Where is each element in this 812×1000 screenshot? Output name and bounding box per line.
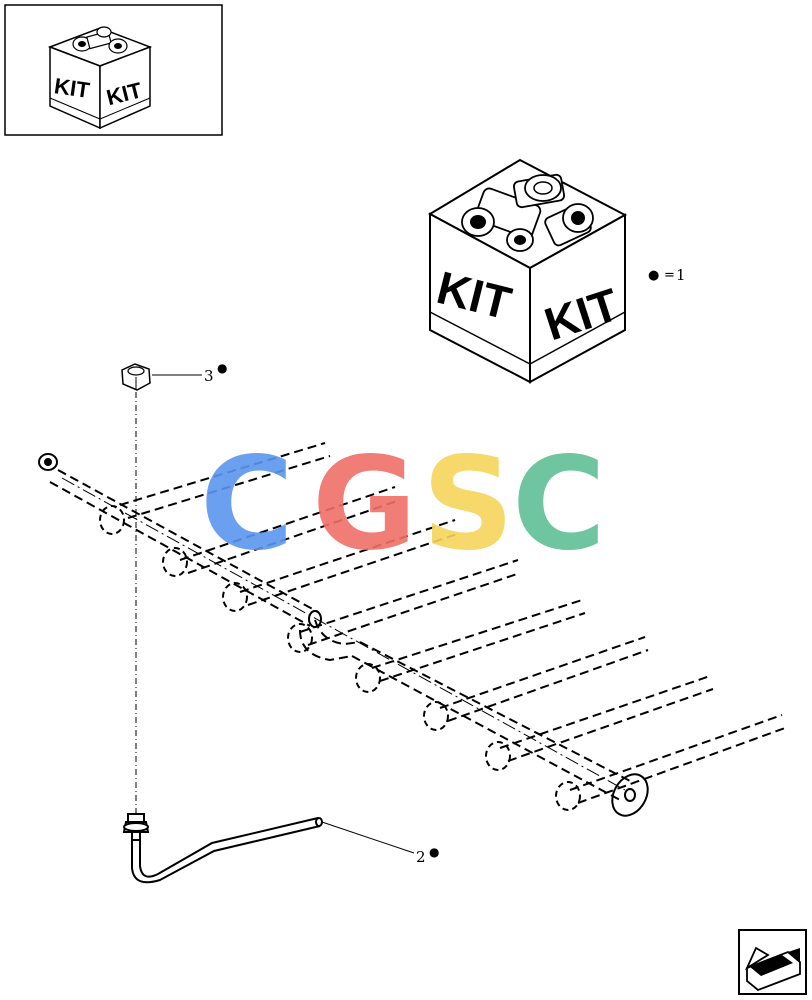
watermark-letter-1: C — [200, 430, 294, 579]
legend-equals: = — [664, 268, 675, 283]
watermark-letter-2: G — [312, 430, 417, 579]
kit-box-icon[interactable]: KIT KIT — [427, 158, 628, 384]
injector-manifold-icon — [38, 442, 786, 817]
watermark-letter-4: C — [512, 430, 606, 579]
callout-number-3: 3 — [204, 367, 214, 385]
callout-bullet-3: ● — [217, 361, 227, 375]
legend-value: 1 — [676, 266, 686, 284]
hydraulic-fittings-icon — [461, 173, 594, 252]
next-page-arrow-icon[interactable] — [738, 929, 807, 995]
callout-bullet-2: ● — [429, 845, 439, 859]
fuel-return-pipe-icon[interactable] — [122, 813, 323, 884]
kit-box-thumbnail-icon[interactable]: KIT KIT — [4, 4, 223, 136]
watermark: C G S C — [200, 430, 606, 579]
callout-leader-2 — [321, 821, 415, 854]
thumbnail-kit-label-left: KIT — [53, 73, 92, 103]
watermark-letter-3: S — [422, 430, 514, 579]
kit-legend: ● = 1 — [648, 266, 686, 284]
hex-nut-icon[interactable] — [121, 363, 151, 391]
legend-bullet: ● — [648, 268, 659, 283]
callout-number-2: 2 — [416, 848, 426, 866]
